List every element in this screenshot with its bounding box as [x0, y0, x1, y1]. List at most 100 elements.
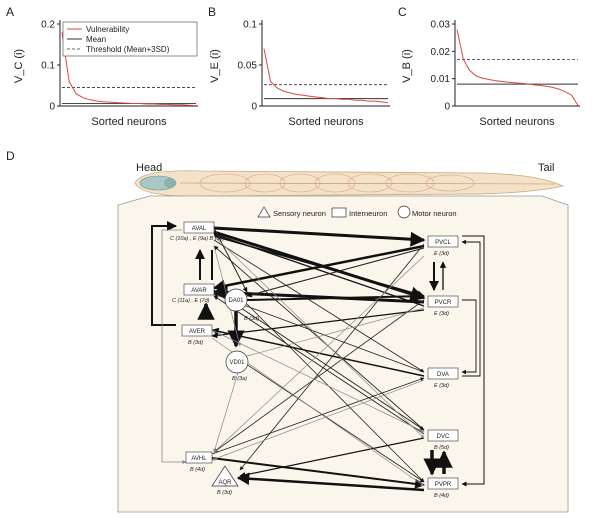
node-aqr-label: AQR [218, 480, 232, 486]
worm-gut [179, 182, 556, 185]
x-axis-label: Sorted neurons [288, 116, 364, 128]
x-axis-label: Sorted neurons [479, 116, 555, 128]
node-pvcr [427, 295, 459, 308]
edge-vd01-pvpr [239, 359, 425, 483]
motor-neuron-icon [397, 205, 411, 219]
node-vd01-label: VD01 [229, 360, 245, 366]
x-axis-label: Sorted neurons [91, 116, 167, 128]
y-axis-label: V_B (i) [401, 49, 413, 83]
panel-label-d: D [6, 149, 15, 163]
node-vd01 [225, 350, 249, 374]
edge-grey-3 [211, 379, 425, 461]
node-pvcl-label: PVCL [435, 240, 451, 246]
nodes: AVAL C (10a) , E (9a) B (3e) AVAR C (11a… [170, 221, 459, 499]
panel-label-c: C [398, 5, 407, 19]
edge-da01-pvcr [246, 291, 425, 302]
edge-aval-dva [213, 239, 425, 373]
node-aver-sub: B (3d) [188, 340, 203, 346]
y-tick-label: 0 [444, 102, 450, 113]
edge-aval-da01 [213, 227, 248, 293]
interneuron-icon [331, 207, 347, 218]
edge-dvc-aqr [239, 437, 425, 478]
edge-grey-1 [213, 255, 425, 453]
edge-grey-7 [239, 307, 425, 359]
node-aqr [211, 465, 239, 487]
edge-pvcr-aval [213, 232, 425, 307]
edge-dvc-aval [213, 245, 425, 431]
edge-pvcr-avhl [213, 299, 425, 453]
node-pvpr-sub: B (4d) [434, 493, 449, 499]
node-pvpr [427, 477, 459, 490]
edge-grey-2 [211, 329, 425, 433]
edge-pvcl-da01 [246, 247, 425, 298]
y-ticks: 00.10.2 [41, 20, 60, 113]
node-pvcr-sub: E (3d) [434, 311, 449, 317]
y-ticks: 00.050.1 [238, 20, 262, 113]
legend-inter: Interneuron [349, 209, 387, 218]
edge-pvcl-aqr [239, 243, 425, 471]
chart-b: 00.050.1 V_E (i) Sorted neurons [209, 20, 390, 128]
panel-label-b: B [208, 5, 216, 19]
vulnerability-line [263, 48, 389, 104]
vulnerability-line [61, 32, 197, 107]
sensory-neuron-icon [257, 206, 271, 218]
edge-grey-8 [213, 235, 425, 439]
head-label: Head [136, 162, 162, 174]
edge-pvcl-avar [212, 244, 425, 292]
legend-box [62, 21, 198, 57]
node-da01-sub: B (3d) [244, 316, 259, 322]
edge-aver-aval-loop [151, 221, 177, 326]
tail-label: Tail [538, 162, 555, 174]
edge-pvpr-aqr [236, 472, 425, 492]
node-avar [183, 283, 215, 296]
node-dvc-label: DVC [437, 434, 450, 440]
node-aver [181, 324, 213, 337]
node-avar-label: AVAR [191, 288, 207, 294]
edge-dva-pvcl-loop [461, 239, 481, 377]
node-aval-label: AVAL [192, 226, 207, 232]
node-da01-label: DA01 [228, 298, 244, 304]
edge-da01-pvpr [246, 303, 425, 483]
legend-threshold: Threshold (Mean+3SD) [86, 45, 170, 54]
node-type-legend: Sensory neuron Interneuron Motor neuron [257, 205, 457, 219]
worm-bulb [164, 178, 176, 188]
edge-pvcl-pvpr-loop [461, 235, 485, 487]
node-pvcl-sub: E (3d) [434, 251, 449, 257]
vulnerability-line [456, 29, 579, 106]
legend: Vulnerability Mean Threshold (Mean+3SD) [62, 21, 198, 57]
worm-illustration [134, 170, 565, 197]
legend-motor: Motor neuron [412, 209, 457, 218]
network-panel [117, 195, 569, 513]
edge-avhl-pvpr [211, 457, 425, 489]
node-avhl [185, 451, 213, 464]
edge-grey-5 [213, 365, 241, 453]
y-tick-label: 0.01 [431, 74, 451, 85]
node-pvcl [427, 235, 459, 248]
edge-pvcr-aver [211, 309, 425, 339]
node-da01 [224, 288, 248, 312]
y-tick-label: 0.03 [431, 20, 451, 31]
y-tick-label: 0 [49, 102, 55, 113]
edge-dva-avar [213, 293, 425, 373]
node-dva-label: DVA [437, 372, 449, 378]
edge-avhl-dva [211, 377, 425, 455]
node-avhl-label: AVHL [191, 456, 207, 462]
node-aval-sub: C (10a) , E (9a) B (3e) [170, 236, 225, 242]
y-axis-label: V_E (i) [209, 49, 221, 83]
node-aval [183, 221, 215, 234]
legend-vulnerability: Vulnerability [86, 25, 129, 34]
node-aqr-sub: B (3d) [217, 490, 232, 496]
panel-label-a: A [6, 5, 14, 19]
y-tick-label: 0 [251, 102, 257, 113]
node-dvc [427, 429, 459, 442]
node-avhl-sub: B (4d) [190, 467, 205, 473]
y-ticks: 00.010.020.03 [431, 20, 455, 113]
y-tick-label: 0.1 [41, 61, 55, 72]
chart-a: 00.10.2 V_C (i) Sorted neurons Vulnerabi… [13, 20, 198, 128]
edge-avar-dvc [213, 289, 425, 431]
node-pvcr-label: PVCR [435, 300, 452, 306]
y-axis-label: V_C (i) [13, 49, 25, 83]
y-tick-label: 0.05 [238, 61, 258, 72]
node-aver-label: AVER [189, 329, 206, 335]
